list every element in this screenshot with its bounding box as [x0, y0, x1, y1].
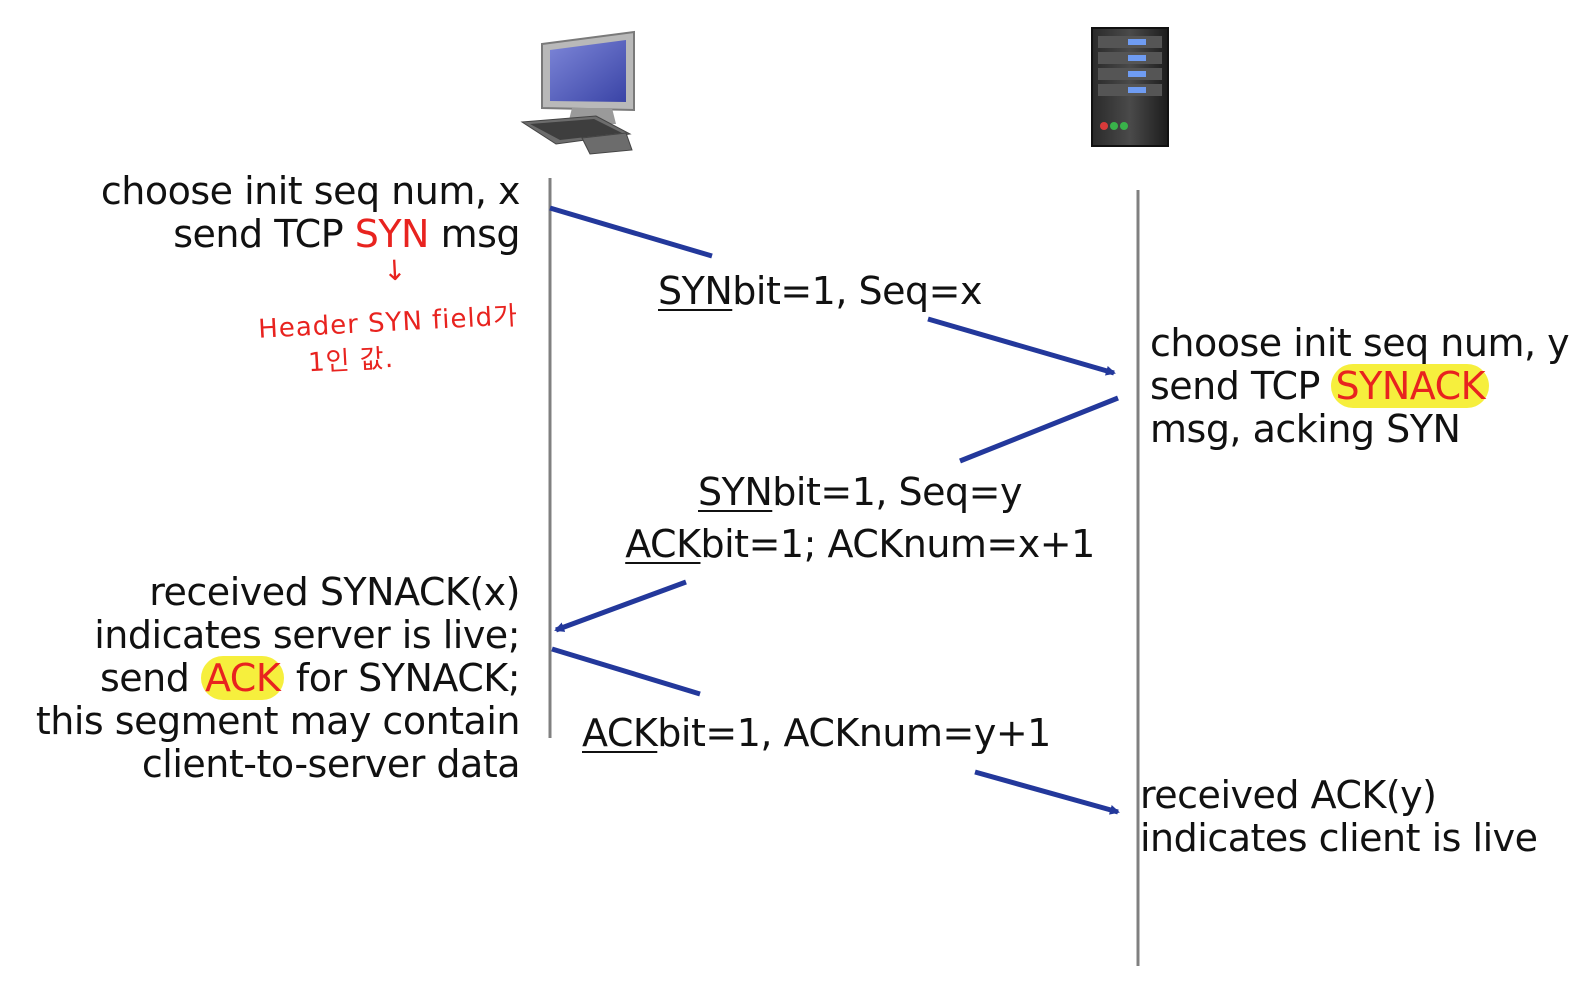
- synack-message-seq: bit=1, Seq=y: [772, 470, 1022, 514]
- desktop-computer-icon: [520, 30, 635, 155]
- server-step2-line1: choose init seq num, y: [1150, 321, 1570, 365]
- client-step3-line3: send ACK for SYNACK;: [36, 656, 521, 700]
- annotation-arrow: ↓: [382, 253, 409, 288]
- server-step2-line3: msg, acking SYN: [1150, 407, 1461, 451]
- ack-message-fields: bit=1, ACKnum=y+1: [657, 711, 1051, 755]
- client-step3-text: received SYNACK(x) indicates server is l…: [35, 570, 521, 786]
- client-step3-line3-pre: send: [100, 656, 201, 700]
- server-step2-line2-pre: send TCP: [1150, 364, 1332, 408]
- syn-keyword: SYN: [354, 212, 430, 256]
- server-step4-text: received ACK(y) indicates client is live: [1140, 774, 1538, 860]
- ack-keyword: ACK: [200, 656, 285, 700]
- server-step4-line2: indicates client is live: [1140, 816, 1538, 860]
- ack-arrow: [551, 646, 1120, 815]
- ack-message-flag: ACK: [582, 711, 658, 755]
- synack-message-ack-flag: ACK: [625, 522, 701, 566]
- client-step3-line4: this segment may contain: [35, 699, 521, 743]
- client-step3-line3-post: for SYNACK;: [284, 656, 521, 700]
- client-step1-line2-post: msg: [428, 212, 521, 256]
- annotation-line2: 1인 값.: [307, 343, 395, 379]
- server-tower-icon: [1091, 27, 1169, 147]
- synack-message-line1: SYNbit=1, Seq=y: [600, 466, 1120, 518]
- client-step1-line1: choose init seq num, x: [100, 169, 521, 213]
- client-step1-line2: send TCP SYN msg: [101, 213, 520, 256]
- syn-message-label: SYNbit=1, Seq=x: [658, 270, 982, 313]
- synack-keyword: SYNACK: [1331, 364, 1490, 408]
- synack-arrow: [554, 395, 1119, 633]
- server-step2-text: choose init seq num, y send TCP SYNACK m…: [1150, 321, 1570, 451]
- server-step4-line1: received ACK(y): [1140, 773, 1437, 817]
- client-step1-text: choose init seq num, x send TCP SYN msg: [100, 169, 521, 256]
- client-step1-line2-pre: send TCP: [173, 212, 355, 256]
- ack-message-label: ACKbit=1, ACKnum=y+1: [582, 712, 1051, 755]
- syn-message-fields: bit=1, Seq=x: [732, 269, 982, 313]
- syn-arrow: [549, 205, 1116, 376]
- synack-message-acknum: bit=1; ACKnum=x+1: [700, 522, 1095, 566]
- synack-message-label: SYNbit=1, Seq=y ACKbit=1; ACKnum=x+1: [600, 466, 1120, 570]
- client-step3-line5: client-to-server data: [141, 742, 521, 786]
- server-step2-line2: send TCP SYNACK: [1150, 364, 1569, 408]
- synack-message-line2: ACKbit=1; ACKnum=x+1: [600, 518, 1120, 570]
- syn-message-flag: SYN: [658, 269, 733, 313]
- client-step3-line1: received SYNACK(x): [149, 570, 520, 614]
- synack-message-syn-flag: SYN: [698, 470, 773, 514]
- client-step3-line2: indicates server is live;: [94, 613, 520, 657]
